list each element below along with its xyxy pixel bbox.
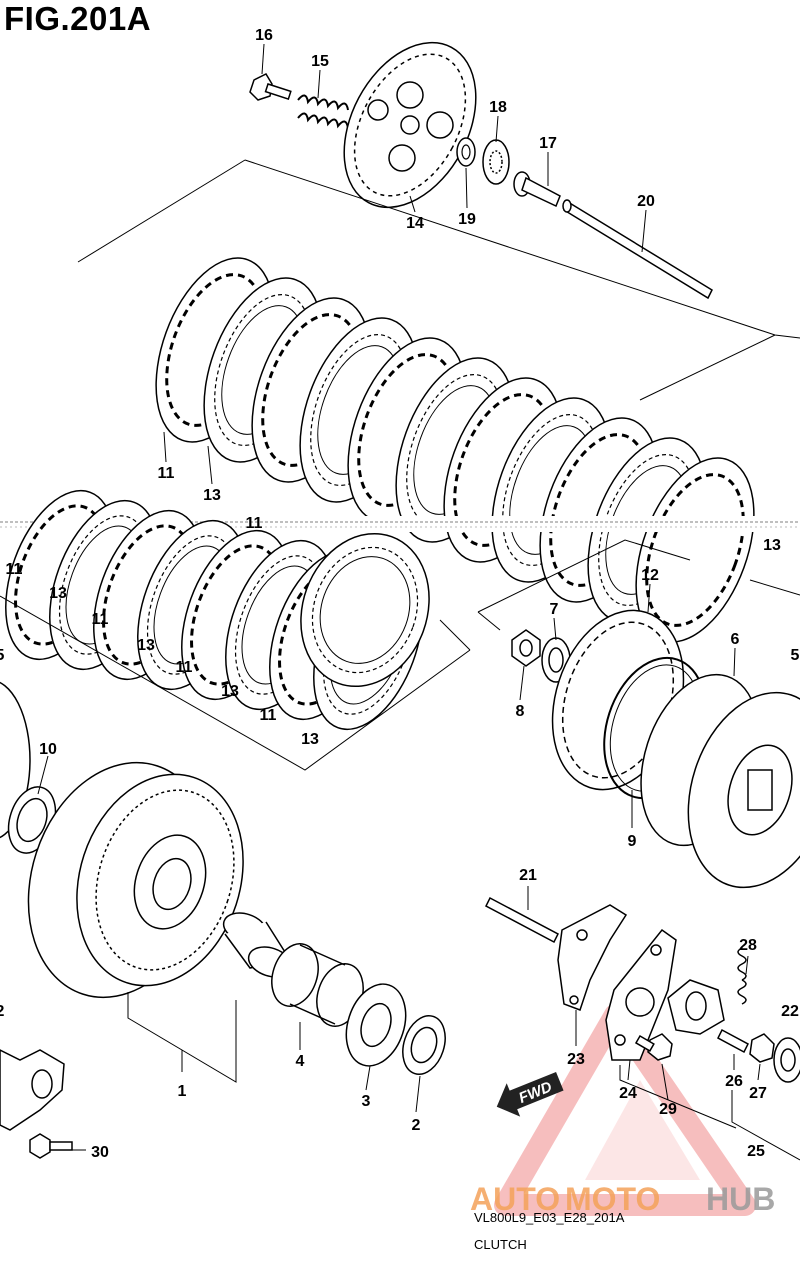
washer-3 xyxy=(345,983,407,1067)
friction-plate-11 xyxy=(635,457,755,643)
callout-c11g: 11 xyxy=(260,707,277,724)
callout-c5a: 5 xyxy=(0,647,5,664)
callout-c11f: 11 xyxy=(176,659,193,676)
clutch-sleeve-hub-5 xyxy=(640,673,800,889)
callout-c18: 18 xyxy=(489,99,507,116)
watermark-logo-icon xyxy=(494,1004,756,1216)
callout-c8: 8 xyxy=(516,703,525,720)
spring-28 xyxy=(737,947,747,1005)
callout-c24: 24 xyxy=(619,1085,637,1102)
bolt-16 xyxy=(249,73,292,101)
leader-lines xyxy=(37,43,761,1151)
callout-c2: 2 xyxy=(412,1117,421,1134)
callout-c25: 25 xyxy=(747,1143,765,1160)
callout-c11b: 11 xyxy=(246,515,263,532)
callout-c3: 3 xyxy=(362,1093,371,1110)
bearing-22 xyxy=(773,1037,800,1083)
primary-driven-gear-1 xyxy=(27,761,244,999)
nut-8 xyxy=(511,629,541,667)
pressure-plate-14 xyxy=(343,41,477,209)
callout-c15: 15 xyxy=(311,53,329,70)
callout-c13f: 13 xyxy=(301,731,319,748)
oil-pump-partial xyxy=(0,1049,65,1131)
callout-c21: 21 xyxy=(519,867,537,884)
callout-c22b: 2 xyxy=(0,1003,5,1020)
push-piece-17 xyxy=(513,171,561,208)
callout-c11c: 11 xyxy=(6,561,23,578)
callout-c22a: 22 xyxy=(781,1003,799,1020)
callout-c13b: 13 xyxy=(763,537,781,554)
bearing-18 xyxy=(482,139,510,185)
release-rod-21 xyxy=(485,896,559,944)
callout-c11e: 11 xyxy=(92,611,109,628)
callout-c5b: 5 xyxy=(791,647,800,664)
watermark-hub: HUB xyxy=(706,1181,775,1217)
release-cam-25 xyxy=(667,979,725,1035)
bolt-30 xyxy=(29,1133,73,1159)
callout-c28: 28 xyxy=(739,937,757,954)
screw-26 xyxy=(717,1028,749,1054)
fwd-label: FWD xyxy=(516,1078,554,1107)
callout-c11a: 11 xyxy=(158,465,175,482)
driven-plate-13 xyxy=(300,532,430,688)
callout-c11d: 11 xyxy=(6,561,23,578)
figure-caption: CLUTCH xyxy=(474,1237,527,1252)
figure-title: FIG.201A xyxy=(4,0,152,37)
callout-c26: 26 xyxy=(725,1073,743,1090)
nut-27 xyxy=(749,1033,775,1063)
callout-c17: 17 xyxy=(539,135,557,152)
callout-c23: 23 xyxy=(567,1051,585,1068)
release-plate-24 xyxy=(605,928,677,1061)
plates-group-outline-lower xyxy=(0,595,471,771)
callout-c30: 30 xyxy=(91,1144,109,1161)
watermark-text: AUTO MOTO HUB xyxy=(470,1181,775,1217)
callout-c13a: 13 xyxy=(203,487,221,504)
callout-c7: 7 xyxy=(550,601,559,618)
figure-code: VL800L9_E03_E28_201A xyxy=(474,1210,625,1225)
callout-c27: 27 xyxy=(749,1085,767,1102)
callout-c1: 1 xyxy=(178,1083,187,1100)
washer-2 xyxy=(402,1015,446,1075)
right-group-outline xyxy=(477,539,691,613)
upper-plate-stack xyxy=(155,257,755,643)
lower-plate-stack xyxy=(5,489,430,731)
callout-c9: 9 xyxy=(628,833,637,850)
callout-c12: 12 xyxy=(641,567,659,584)
callout-c20: 20 xyxy=(637,193,655,210)
callout-c4: 4 xyxy=(296,1053,305,1070)
callout-c10: 10 xyxy=(39,741,57,758)
bolt-29 xyxy=(634,1033,673,1061)
push-rod-20 xyxy=(562,199,713,300)
callout-c6: 6 xyxy=(731,631,740,648)
callout-c14: 14 xyxy=(406,215,424,232)
callout-c29: 29 xyxy=(659,1101,677,1118)
callout-c13d: 13 xyxy=(137,637,155,654)
watermark-auto: AUTO xyxy=(470,1181,560,1217)
callout-c16: 16 xyxy=(255,27,273,44)
watermark-moto: MOTO xyxy=(565,1181,660,1217)
callout-c19: 19 xyxy=(458,211,476,228)
spring-15 xyxy=(297,94,349,129)
callout-c13e: 13 xyxy=(221,683,239,700)
callout-c13c: 13 xyxy=(49,585,67,602)
release-bracket-23 xyxy=(557,904,628,1011)
